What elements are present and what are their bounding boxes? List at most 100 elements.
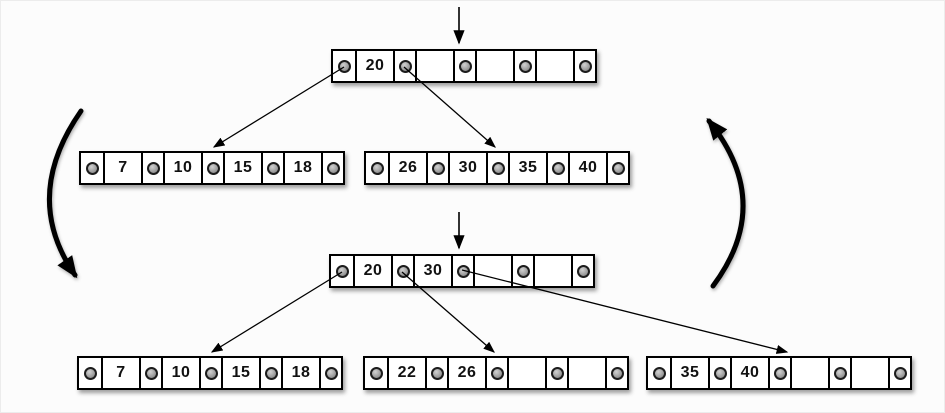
pointer-slot	[451, 256, 473, 286]
pointer-dot-icon	[490, 366, 504, 380]
key-cell: 20	[353, 256, 391, 286]
pointer-slot	[391, 256, 413, 286]
btree-node-top-right-leaf: 26 30 35 40	[364, 151, 630, 185]
key-cell: 15	[221, 358, 259, 388]
key-cell: 30	[448, 153, 486, 183]
pointer-slot	[139, 358, 161, 388]
key-cell: 10	[163, 153, 201, 183]
key-cell: 18	[281, 358, 319, 388]
btree-node-top-root: 20	[331, 49, 597, 83]
pointer-slot	[648, 358, 670, 388]
pointer-dot-icon	[85, 161, 99, 175]
pointer-slot	[571, 256, 593, 286]
pointer-slot	[393, 51, 415, 81]
pointer-dot-icon	[431, 161, 445, 175]
key-cell	[475, 51, 513, 81]
key-cell	[567, 358, 605, 388]
key-cell: 18	[283, 153, 321, 183]
pointer-slot	[319, 358, 341, 388]
pointer-slot	[768, 358, 790, 388]
pointer-dot-icon	[516, 264, 530, 278]
key-cell: 26	[388, 153, 426, 183]
pointer-dot-icon	[266, 161, 280, 175]
key-cell: 15	[223, 153, 261, 183]
pointer-dot-icon	[398, 59, 412, 73]
pointer-slot	[546, 153, 568, 183]
pointer-dot-icon	[335, 264, 349, 278]
btree-node-bottom-middle-leaf: 22 26	[363, 356, 629, 390]
pointer-slot	[331, 256, 353, 286]
btree-node-top-left-leaf: 7 10 15 18	[79, 151, 345, 185]
key-cell: 40	[730, 358, 768, 388]
pointer-dot-icon	[204, 366, 218, 380]
key-cell: 22	[387, 358, 425, 388]
cycle-arrow-down-icon	[47, 108, 84, 279]
pointer-slot	[366, 153, 388, 183]
pointer-slot	[828, 358, 850, 388]
pointer-dot-icon	[576, 264, 590, 278]
btree-node-bottom-left-leaf: 7 10 15 18	[77, 356, 343, 390]
edge-bottom-root-to-left-leaf	[210, 271, 343, 353]
key-cell	[535, 51, 573, 81]
key-cell: 40	[568, 153, 606, 183]
pointer-slot	[333, 51, 355, 81]
pointer-dot-icon	[264, 366, 278, 380]
pointer-slot	[426, 153, 448, 183]
pointer-slot	[453, 51, 475, 81]
pointer-dot-icon	[458, 59, 472, 73]
key-cell: 26	[447, 358, 485, 388]
pointer-dot-icon	[144, 366, 158, 380]
key-cell	[850, 358, 888, 388]
pointer-dot-icon	[326, 161, 340, 175]
key-cell	[533, 256, 571, 286]
btree-node-bottom-right-leaf: 35 40	[646, 356, 912, 390]
key-cell: 30	[413, 256, 451, 286]
pointer-slot	[81, 153, 103, 183]
pointer-dot-icon	[337, 59, 351, 73]
pointer-dot-icon	[491, 161, 505, 175]
key-cell	[415, 51, 453, 81]
key-cell: 35	[670, 358, 708, 388]
pointer-slot	[545, 358, 567, 388]
pointer-dot-icon	[551, 161, 565, 175]
pointer-slot	[708, 358, 730, 388]
pointer-slot	[261, 153, 283, 183]
pointer-dot-icon	[833, 366, 847, 380]
key-cell: 10	[161, 358, 199, 388]
pointer-dot-icon	[610, 366, 624, 380]
pointer-dot-icon	[652, 366, 666, 380]
pointer-slot	[606, 153, 628, 183]
key-cell: 7	[101, 358, 139, 388]
pointer-dot-icon	[713, 366, 727, 380]
pointer-dot-icon	[83, 366, 97, 380]
pointer-dot-icon	[611, 161, 625, 175]
pointer-dot-icon	[430, 366, 444, 380]
pointer-dot-icon	[518, 59, 532, 73]
pointer-dot-icon	[893, 366, 907, 380]
pointer-dot-icon	[324, 366, 338, 380]
pointer-slot	[425, 358, 447, 388]
pointer-slot	[141, 153, 163, 183]
pointer-dot-icon	[550, 366, 564, 380]
pointer-slot	[201, 153, 223, 183]
btree-node-bottom-root: 20 30	[329, 254, 595, 288]
key-cell: 7	[103, 153, 141, 183]
pointer-slot	[511, 256, 533, 286]
key-cell	[473, 256, 511, 286]
pointer-dot-icon	[578, 59, 592, 73]
pointer-dot-icon	[206, 161, 220, 175]
pointer-dot-icon	[369, 366, 383, 380]
key-cell: 20	[355, 51, 393, 81]
edge-top-root-to-left-leaf	[212, 66, 345, 148]
pointer-slot	[888, 358, 910, 388]
pointer-slot	[573, 51, 595, 81]
pointer-slot	[365, 358, 387, 388]
pointer-dot-icon	[396, 264, 410, 278]
pointer-slot	[605, 358, 627, 388]
pointer-slot	[513, 51, 535, 81]
pointer-slot	[259, 358, 281, 388]
pointer-slot	[486, 153, 508, 183]
pointer-dot-icon	[773, 366, 787, 380]
key-cell	[790, 358, 828, 388]
